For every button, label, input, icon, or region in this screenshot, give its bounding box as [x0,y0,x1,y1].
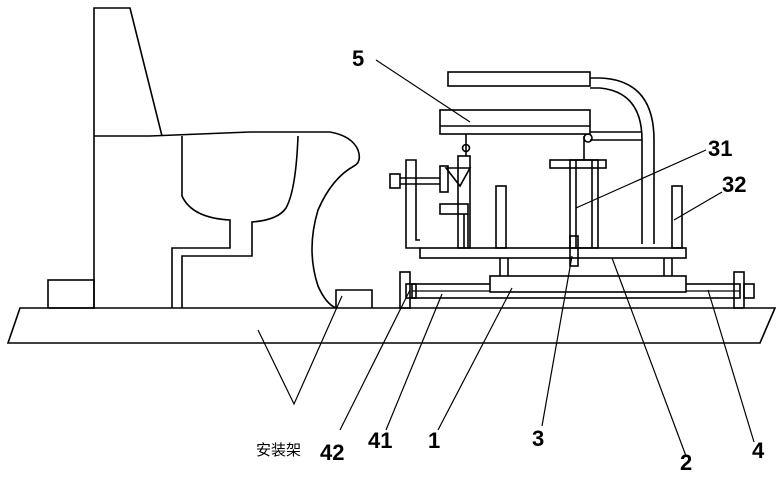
arm-head [440,110,590,134]
lift-column [550,134,606,266]
rail-assembly [400,272,754,308]
post-left [496,186,506,248]
leader-31 [576,150,706,208]
label-41: 41 [368,428,392,453]
platform-plate [420,248,686,258]
label-32: 32 [722,172,746,197]
leader-5 [376,60,470,122]
toilet-trap-outer [172,136,230,308]
leader-41 [386,294,442,430]
toilet-tank [94,8,162,136]
leader-mount [258,296,342,404]
leader-1 [438,288,512,430]
leader-4 [708,290,754,442]
right-end-stop [734,272,744,308]
left-bracket [390,134,470,248]
label-31: 31 [708,136,732,161]
right-knob [744,284,754,298]
bracket-frame [406,160,420,248]
base-slab [8,308,775,343]
slide-block [490,276,686,292]
label-2: 2 [680,450,692,475]
toilet-foot-right [336,290,372,308]
toilet-foot-left [48,280,94,308]
clamp-arm [440,204,468,214]
toilet [48,8,372,308]
arm-bend-outer [590,78,654,244]
platform [420,186,686,276]
left-end-stop [400,272,410,308]
toilet-trap-inner [182,136,298,308]
label-5: 5 [352,46,364,71]
screw-knob-left [390,174,400,188]
leader-42 [340,290,410,430]
label-4: 4 [752,438,765,463]
label-3: 3 [532,426,544,451]
top-arm [440,72,654,244]
label-42: 42 [320,440,344,465]
post-right [672,186,682,248]
top-rail [448,72,590,86]
label-mount: 安装架 [256,441,301,459]
label-1: 1 [428,428,440,453]
